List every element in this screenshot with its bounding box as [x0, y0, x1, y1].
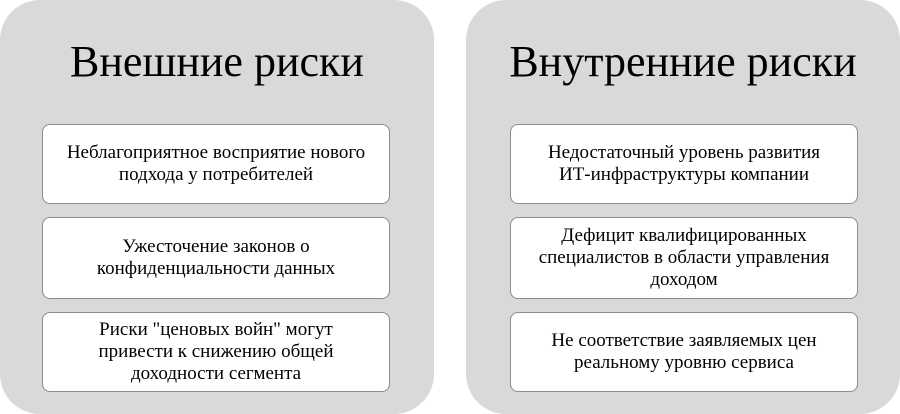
external-risk-item: Риски "ценовых войн" могут привести к сн…	[42, 312, 390, 392]
internal-risks-panel: Внутренние риски Недостаточный уровень р…	[466, 0, 900, 414]
external-risk-item: Ужесточение законов о конфиденциальности…	[42, 217, 390, 299]
internal-risk-item: Не соответствие заявляемых цен реальному…	[510, 312, 858, 392]
internal-risk-item: Дефицит квалифицированных специалистов в…	[510, 217, 858, 299]
internal-risk-item: Недостаточный уровень развития ИТ-инфрас…	[510, 124, 858, 204]
internal-risks-title: Внутренние риски	[509, 37, 857, 86]
external-risks-title: Внешние риски	[70, 37, 364, 86]
external-risk-item: Неблагоприятное восприятие нового подход…	[42, 124, 390, 204]
external-risks-panel: Внешние риски Неблагоприятное восприятие…	[0, 0, 434, 414]
